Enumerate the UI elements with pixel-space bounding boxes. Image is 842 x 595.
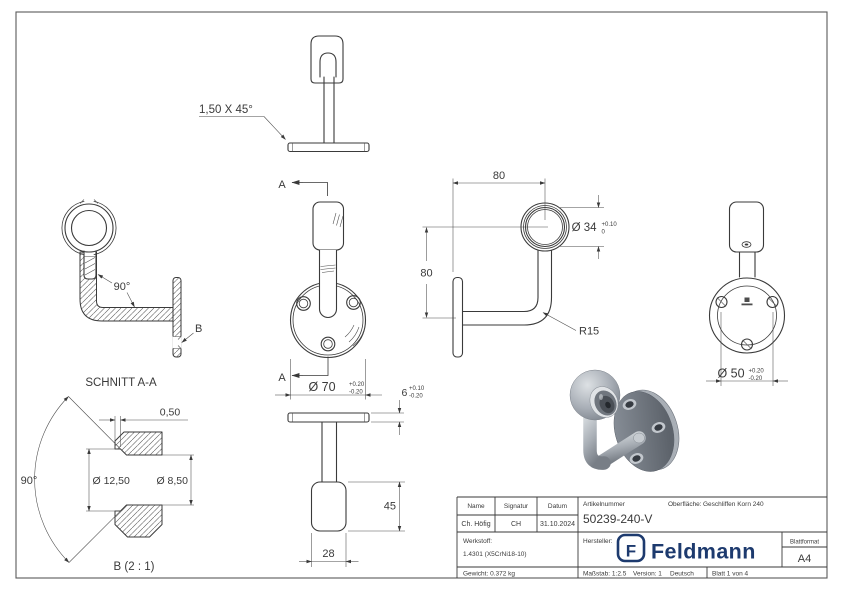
bore-tol-zero: 0	[602, 230, 606, 236]
view-detail-b: 90° 0,50 Ø 12,50 Ø 8,50 B (2 : 1)	[21, 396, 194, 573]
view-3d-isometric	[569, 369, 680, 472]
format-label: Blattformat	[790, 540, 819, 546]
plate-hole	[740, 338, 754, 351]
detail-outer-dia-label: Ø 12,50	[93, 475, 131, 487]
plate-dia-label: Ø 70	[308, 380, 335, 394]
detail-angle-label: 90°	[21, 475, 38, 487]
signature-value: CH	[511, 521, 521, 528]
pitch-tol-plus: +0.20	[749, 369, 765, 375]
hole-3d	[629, 453, 644, 464]
material-value: 1.4301 (X5CrNi18-10)	[463, 551, 527, 558]
plate-tol-plus: +0.20	[349, 382, 365, 388]
cut-label-bottom: A	[278, 372, 286, 384]
thickness-label: 6	[402, 387, 408, 399]
scale-value: Maßstab: 1:2.5	[583, 571, 627, 578]
language-value: Deutsch	[670, 571, 694, 578]
cut-label-top: A	[278, 179, 286, 191]
thickness-tol-plus: +0.10	[409, 386, 425, 392]
name-header: Name	[467, 503, 485, 510]
detail-inner-dia-label: Ø 8,50	[156, 475, 188, 487]
plate-tol-minus: -0.20	[349, 390, 363, 396]
feldmann-logo: F Feldmann	[616, 533, 756, 564]
name-value: Ch. Höfig	[461, 521, 490, 528]
hole-3d	[651, 422, 666, 433]
bend-radius-label: R15	[579, 326, 599, 338]
weight-value: Gewicht: 0.372 kg	[463, 571, 515, 578]
surface-label: Oberfläche:	[668, 501, 702, 508]
detail-title: B (2 : 1)	[114, 561, 155, 573]
engraved-logo-stamp	[741, 297, 753, 306]
view-top: 6 +0.10 -0.20 45 28	[287, 386, 425, 567]
manufacturer-label: Hersteller:	[583, 538, 613, 545]
article-number-label: Artikelnummer	[583, 501, 626, 508]
bore-tol-plus: +0.10	[602, 222, 618, 228]
version-value: Version: 1	[633, 571, 662, 578]
surface-value: Geschliffen Korn 240	[703, 501, 764, 508]
detail-depth-label: 0,50	[160, 407, 181, 419]
pitch-tol-minus: -0.20	[749, 376, 763, 382]
view-side: 80 80 Ø 34 +0.10 0 R15	[420, 170, 618, 358]
title-block: Name Signatur Datum Ch. Höfig CH 31.10.2…	[456, 496, 827, 578]
hole-3d	[622, 399, 637, 410]
plate-hole	[346, 295, 361, 310]
thickness-tol-minus: -0.20	[409, 394, 423, 400]
plate-hole	[766, 295, 779, 309]
chamfer-note: 1,50 X 45°	[199, 104, 253, 116]
date-value: 31.10.2024	[540, 521, 575, 528]
article-number-value: 50239-240-V	[583, 512, 652, 526]
view-front: A A Ø 70 +0.20 -0.20	[275, 179, 382, 400]
section-title: SCHNITT A-A	[85, 377, 157, 389]
detail-ref-label: B	[195, 323, 202, 335]
format-value: A4	[798, 553, 811, 565]
plate-hole	[320, 336, 336, 352]
view-chamfer-elevation: 1,50 X 45°	[199, 35, 370, 153]
plate-hole	[296, 296, 311, 311]
view-section-a-a: 90° B SCHNITT A-A	[61, 199, 202, 389]
bore-dia-label: Ø 34	[572, 222, 598, 234]
date-header: Datum	[548, 503, 567, 510]
angle-90-label: 90°	[114, 281, 131, 293]
saddle-width-label: 28	[322, 548, 334, 560]
height-label: 80	[420, 268, 432, 280]
view-rear: Ø 50 +0.20 -0.20	[706, 201, 788, 386]
depth-label: 80	[493, 170, 505, 182]
plate-hole	[715, 295, 728, 309]
signature-header: Signatur	[504, 503, 529, 510]
sheet-value: Blatt 1 von 4	[712, 571, 749, 578]
saddle-length-label: 45	[384, 501, 396, 513]
material-label: Werkstoff:	[463, 538, 492, 545]
feldmann-logo-wordmark: Feldmann	[651, 540, 756, 564]
drawing-frame	[15, 11, 828, 579]
detail-hole	[172, 336, 182, 349]
feldmann-logo-icon	[616, 533, 646, 563]
pitch-dia-label: Ø 50	[717, 367, 744, 381]
feldmann-logo-initial: F	[626, 542, 636, 561]
